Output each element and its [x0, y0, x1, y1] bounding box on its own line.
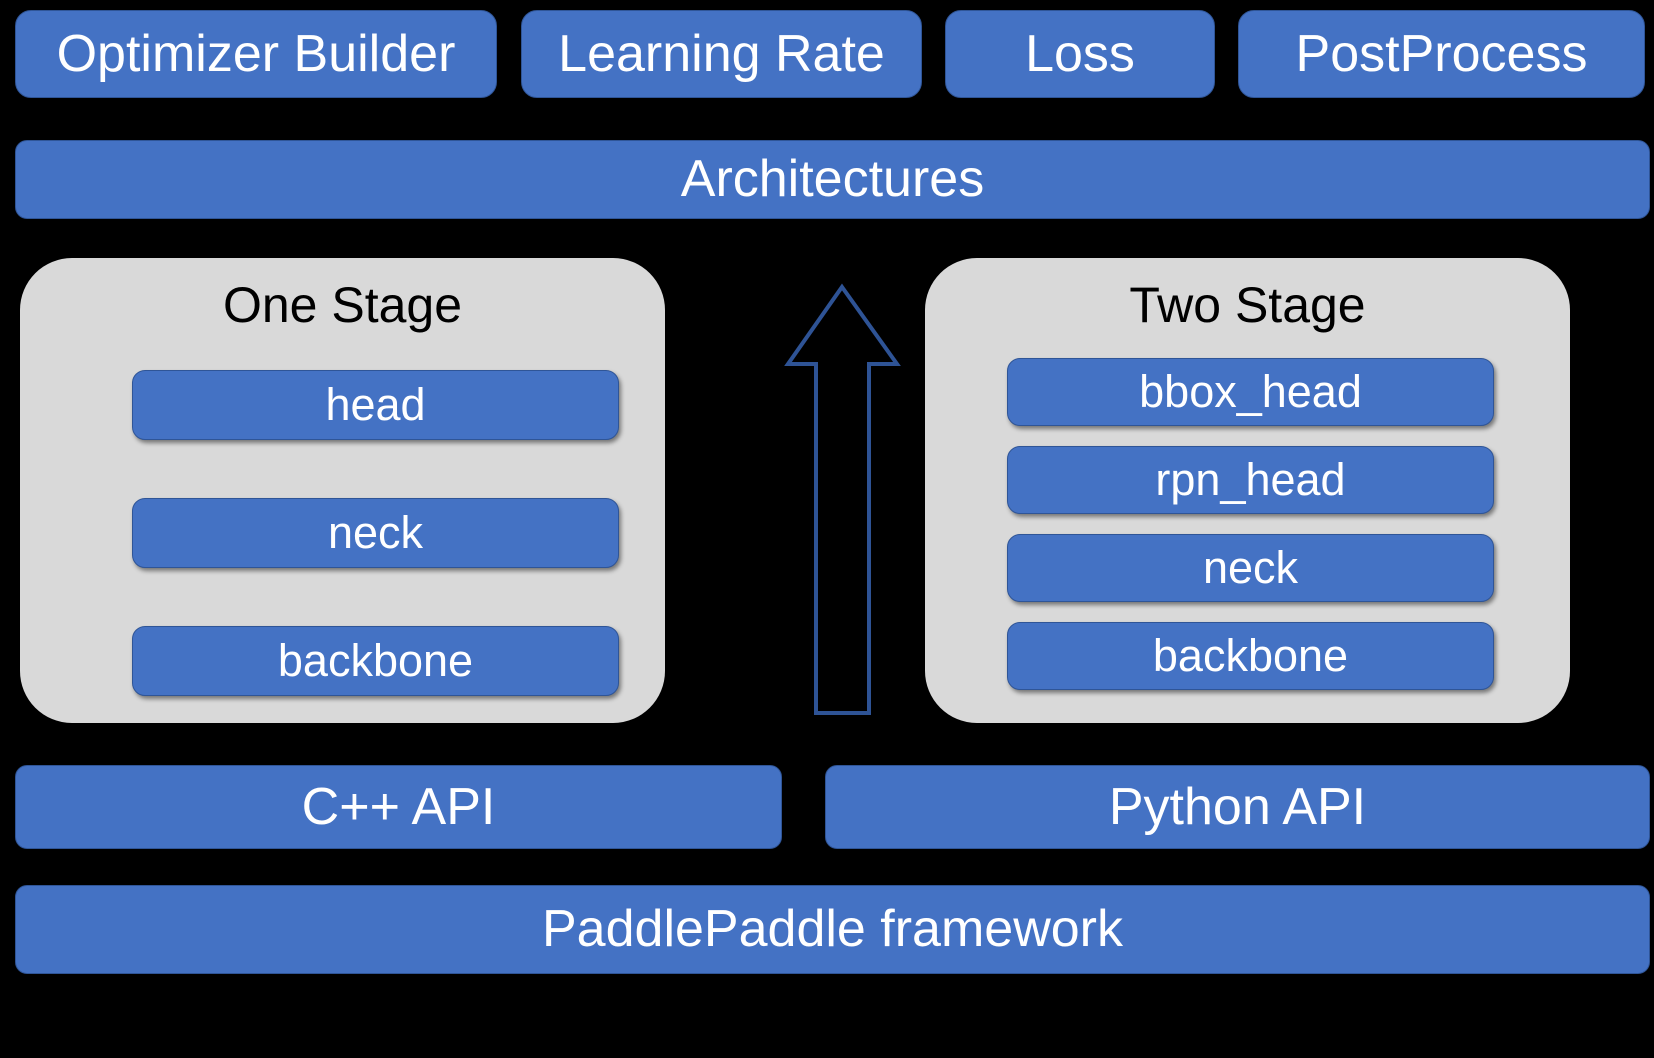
box-architectures[interactable]: Architectures [15, 140, 1650, 219]
box-two-stage-neck[interactable]: neck [1007, 534, 1494, 602]
box-two-stage-bbox-head[interactable]: bbox_head [1007, 358, 1494, 426]
panel-two-stage: Two Stage bbox_head rpn_head neck backbo… [925, 258, 1570, 723]
up-arrow-icon [784, 283, 901, 715]
box-two-stage-backbone[interactable]: backbone [1007, 622, 1494, 690]
box-one-stage-backbone[interactable]: backbone [132, 626, 619, 696]
panel-one-stage-title: One Stage [222, 277, 463, 333]
panel-one-stage: One Stage head neck backbone [20, 258, 665, 723]
box-paddlepaddle-framework[interactable]: PaddlePaddle framework [15, 885, 1650, 974]
box-one-stage-head[interactable]: head [132, 370, 619, 440]
box-learning-rate[interactable]: Learning Rate [521, 10, 922, 98]
box-optimizer-builder[interactable]: Optimizer Builder [15, 10, 497, 98]
box-postprocess[interactable]: PostProcess [1238, 10, 1645, 98]
panel-two-stage-title: Two Stage [1129, 277, 1366, 333]
box-cpp-api[interactable]: C++ API [15, 765, 782, 849]
box-one-stage-neck[interactable]: neck [132, 498, 619, 568]
box-python-api[interactable]: Python API [825, 765, 1650, 849]
box-loss[interactable]: Loss [945, 10, 1215, 98]
box-two-stage-rpn-head[interactable]: rpn_head [1007, 446, 1494, 514]
